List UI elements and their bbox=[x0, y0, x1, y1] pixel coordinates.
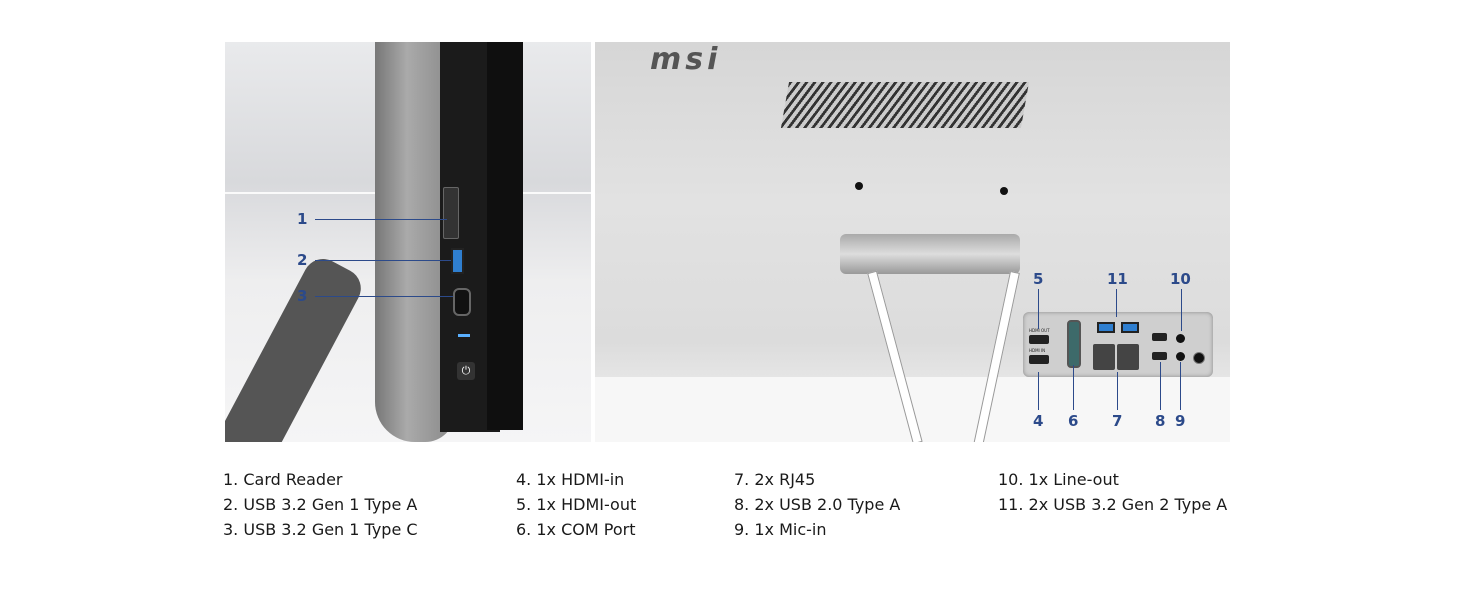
stand-arm bbox=[225, 251, 368, 442]
callout-3: 3 bbox=[297, 287, 308, 305]
usb3-gen2-port bbox=[1097, 322, 1115, 333]
legend-item: 9. 1x Mic-in bbox=[734, 520, 827, 539]
hdmi-in-label: HDMI IN bbox=[1029, 348, 1046, 353]
stand-hinge bbox=[840, 234, 1020, 274]
card-reader-slot bbox=[443, 187, 459, 239]
callout-7: 7 bbox=[1112, 412, 1123, 430]
legend-item: 3. USB 3.2 Gen 1 Type C bbox=[223, 520, 418, 539]
vesa-hole bbox=[855, 182, 863, 190]
monitor-front-edge bbox=[487, 42, 523, 430]
callout-line-10 bbox=[1181, 289, 1182, 331]
callout-1: 1 bbox=[297, 210, 308, 228]
callout-line-7 bbox=[1117, 372, 1118, 410]
rear-io-panel: HDMI OUT HDMI IN bbox=[1023, 312, 1213, 377]
callout-10: 10 bbox=[1170, 270, 1191, 288]
legend-item: 11. 2x USB 3.2 Gen 2 Type A bbox=[998, 495, 1228, 514]
legend-col-1: 1. Card Reader 2. USB 3.2 Gen 1 Type A 3… bbox=[223, 467, 418, 542]
mic-in-jack bbox=[1176, 352, 1185, 361]
vent-grille bbox=[780, 82, 1030, 128]
hdmi-out-port bbox=[1029, 335, 1049, 344]
usb2-port bbox=[1152, 352, 1167, 360]
legend-item: 1. Card Reader bbox=[223, 470, 343, 489]
callout-4: 4 bbox=[1033, 412, 1044, 430]
legend-item: 2. USB 3.2 Gen 1 Type A bbox=[223, 495, 418, 514]
legend-col-2: 4. 1x HDMI-in 5. 1x HDMI-out 6. 1x COM P… bbox=[516, 467, 636, 542]
callout-line-11 bbox=[1116, 289, 1117, 317]
callout-line-5 bbox=[1038, 289, 1039, 329]
usb-c-port bbox=[453, 288, 471, 316]
usb3-gen2-port bbox=[1121, 322, 1139, 333]
led-indicator bbox=[458, 334, 470, 337]
usb2-port bbox=[1152, 333, 1167, 341]
legend-item: 5. 1x HDMI-out bbox=[516, 495, 637, 514]
callout-line-6 bbox=[1073, 365, 1074, 410]
callout-2: 2 bbox=[297, 251, 308, 269]
vesa-hole bbox=[1000, 187, 1008, 195]
callout-11: 11 bbox=[1107, 270, 1128, 288]
callout-line-9 bbox=[1180, 362, 1181, 410]
usb-a-port bbox=[451, 248, 464, 274]
legend-item: 8. 2x USB 2.0 Type A bbox=[734, 495, 901, 514]
msi-logo: msi bbox=[650, 42, 722, 77]
callout-line-4 bbox=[1038, 372, 1039, 410]
rear-view-photo: msi HDMI OUT HDMI IN 5 11 10 4 6 7 8 9 bbox=[595, 42, 1230, 442]
power-icon[interactable]: ⏻ bbox=[457, 362, 475, 380]
hdmi-in-port bbox=[1029, 355, 1049, 364]
legend-item: 7. 2x RJ45 bbox=[734, 470, 816, 489]
callout-8: 8 bbox=[1155, 412, 1166, 430]
callout-line-8 bbox=[1160, 362, 1161, 410]
hdmi-out-label: HDMI OUT bbox=[1029, 328, 1050, 333]
callout-9: 9 bbox=[1175, 412, 1186, 430]
legend-item: 4. 1x HDMI-in bbox=[516, 470, 625, 489]
callout-6: 6 bbox=[1068, 412, 1079, 430]
side-view-photo: ⏻ 1 2 3 bbox=[225, 42, 591, 442]
line-out-jack bbox=[1176, 334, 1185, 343]
callout-line-1 bbox=[315, 219, 447, 220]
legend-col-4: 10. 1x Line-out 11. 2x USB 3.2 Gen 2 Typ… bbox=[998, 467, 1227, 517]
callout-line-3 bbox=[315, 296, 453, 297]
legend-item: 6. 1x COM Port bbox=[516, 520, 636, 539]
legend-col-3: 7. 2x RJ45 8. 2x USB 2.0 Type A 9. 1x Mi… bbox=[734, 467, 900, 542]
legend-item: 10. 1x Line-out bbox=[998, 470, 1119, 489]
com-port bbox=[1067, 320, 1081, 368]
rj45-port bbox=[1093, 344, 1115, 370]
dc-in-jack bbox=[1193, 352, 1205, 364]
callout-line-2 bbox=[315, 260, 451, 261]
rj45-port bbox=[1117, 344, 1139, 370]
callout-5: 5 bbox=[1033, 270, 1044, 288]
